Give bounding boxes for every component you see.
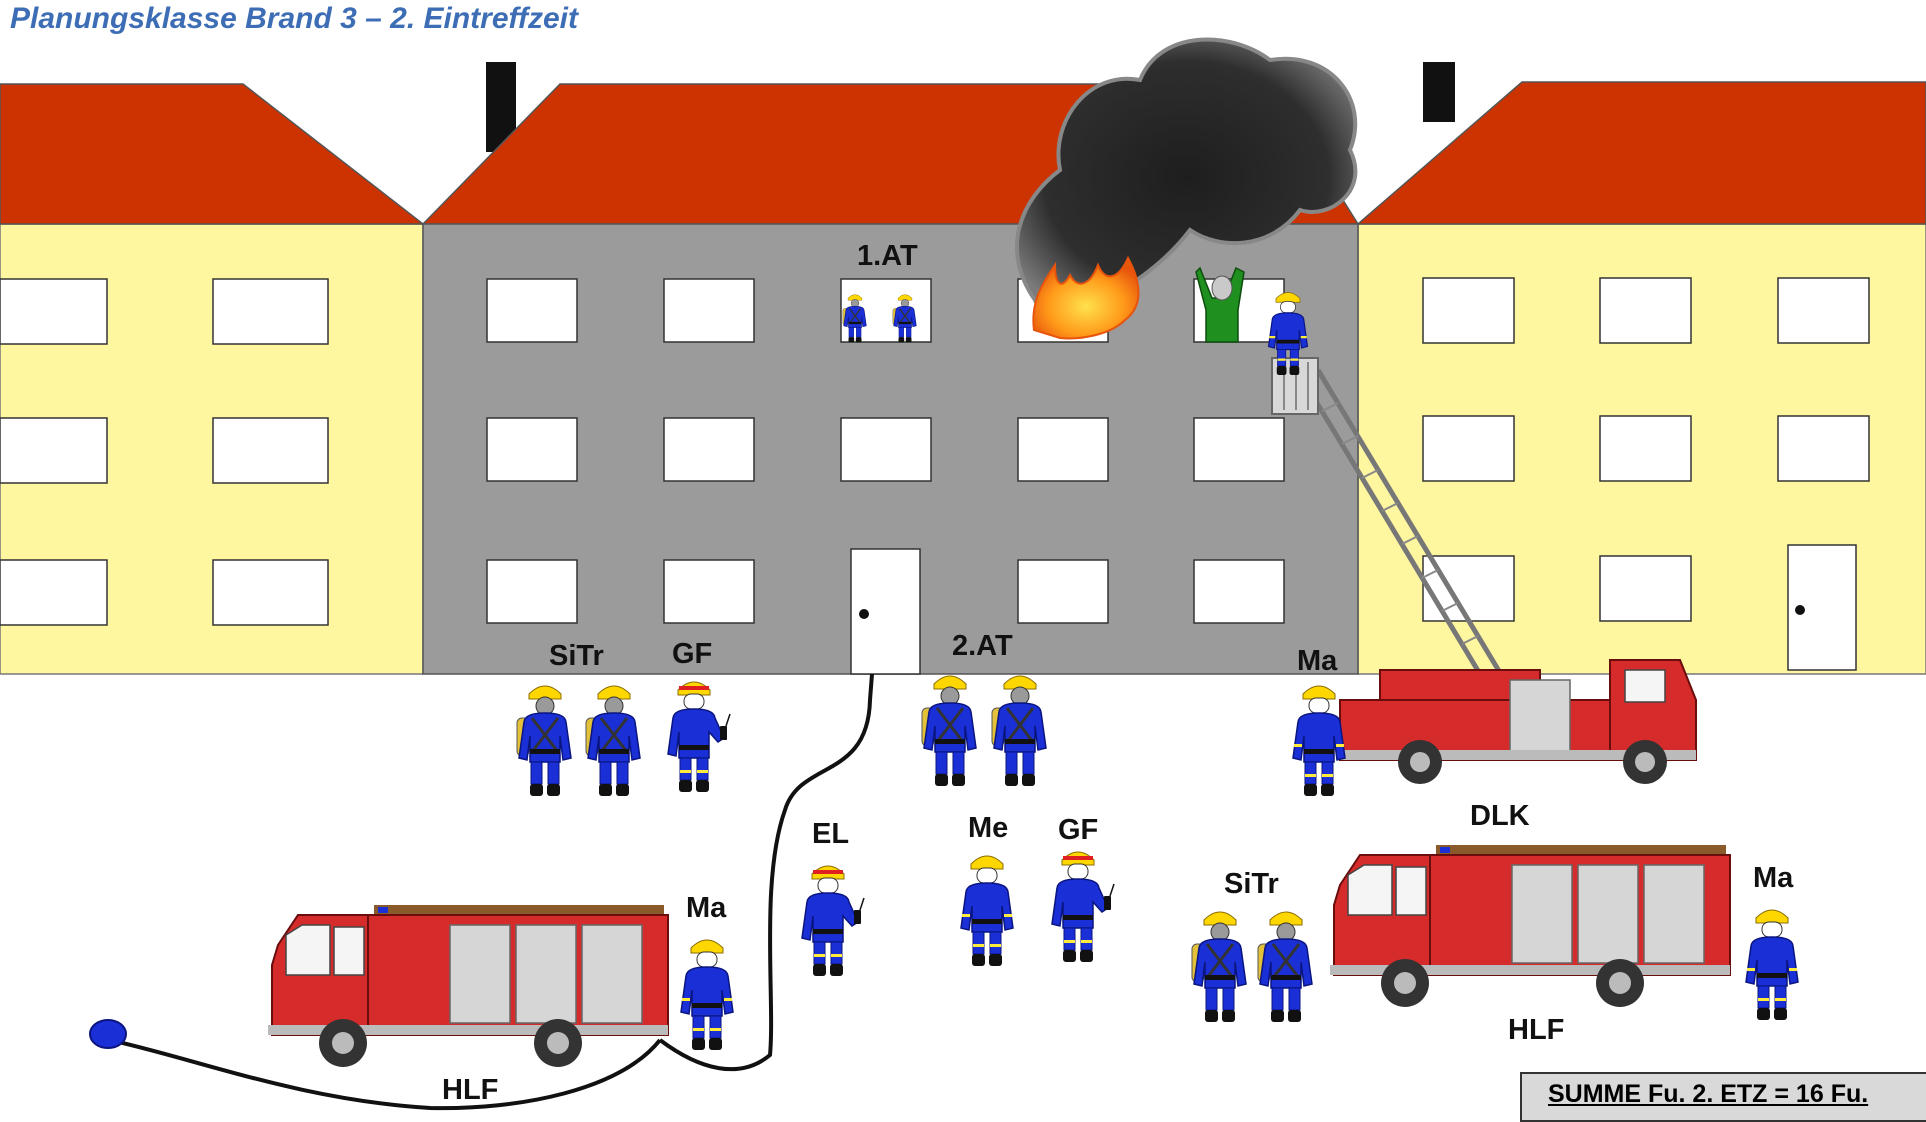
breathing-apparatus-firefighter-icon <box>1192 912 1246 1022</box>
label-ma-hlf-right: Ma <box>1753 862 1793 895</box>
label-sitr-right: SiTr <box>1224 868 1279 901</box>
firefighter-icon <box>681 940 733 1050</box>
hydrant-icon <box>90 1020 126 1048</box>
label-ma-hlf-left: Ma <box>686 892 726 925</box>
label-sitr-left: SiTr <box>549 640 604 673</box>
hose <box>90 674 872 1108</box>
label-el: EL <box>812 818 849 851</box>
label-gf-center: GF <box>1058 814 1098 847</box>
label-ma-dlk: Ma <box>1297 645 1337 678</box>
radio-firefighter-icon <box>802 866 864 976</box>
aerial-ladder-truck-icon <box>1340 660 1696 784</box>
label-me: Me <box>968 812 1008 845</box>
radio-firefighter-icon <box>1052 852 1114 962</box>
label-2at: 2.AT <box>952 630 1013 663</box>
fire-truck-icon <box>268 905 668 1067</box>
label-gf-left: GF <box>672 638 712 671</box>
breathing-apparatus-firefighter-icon <box>1258 912 1312 1022</box>
breathing-apparatus-firefighter-icon <box>586 686 640 796</box>
label-1at: 1.AT <box>857 240 918 273</box>
label-dlk: DLK <box>1470 800 1530 833</box>
firefighter-icon <box>1293 686 1345 796</box>
firefighter-icon <box>961 856 1013 966</box>
breathing-apparatus-firefighter-icon <box>517 686 571 796</box>
summary-box: SUMME Fu. 2. ETZ = 16 Fu. <box>1520 1072 1926 1122</box>
radio-firefighter-icon <box>668 682 730 792</box>
firefighter-icon <box>1746 910 1798 1020</box>
label-hlf-right: HLF <box>1508 1014 1564 1047</box>
breathing-apparatus-firefighter-icon <box>922 676 976 786</box>
fire-truck-icon <box>1330 845 1730 1007</box>
breathing-apparatus-firefighter-icon <box>992 676 1046 786</box>
label-hlf-left: HLF <box>442 1074 498 1107</box>
left-building <box>0 84 423 674</box>
